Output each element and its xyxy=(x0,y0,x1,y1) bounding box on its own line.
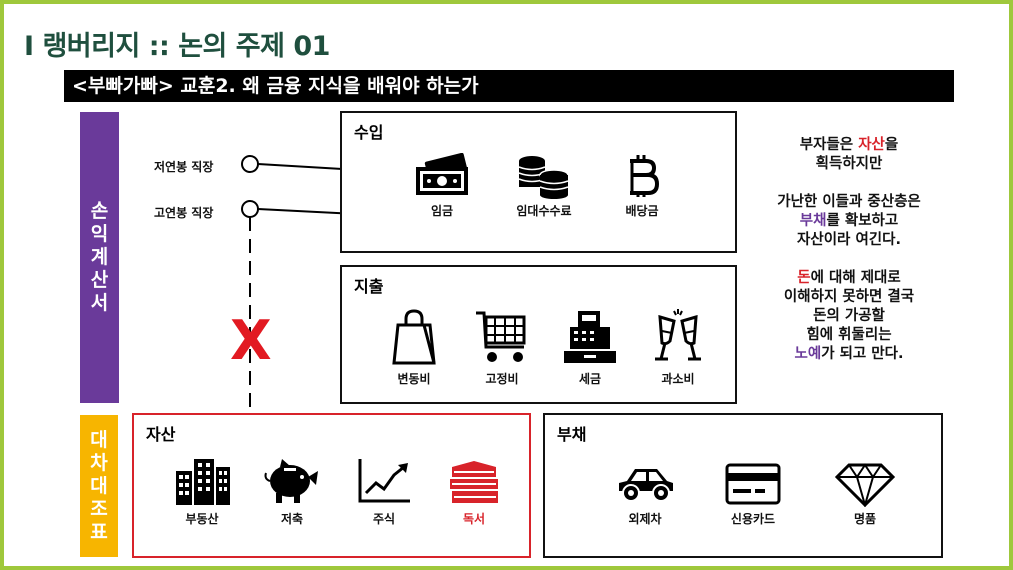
text-span: 를 확보하고 xyxy=(826,213,899,229)
side-explanation: 부자들은 자산을 획득하지만 가난한 이들과 중산층은 부채를 확보하고 자산이… xyxy=(749,136,949,383)
credit-card-icon xyxy=(725,463,781,505)
asset-item-savings: 저축 xyxy=(250,455,334,527)
income-item-label: 임금 xyxy=(430,204,454,218)
asset-item-stocks: 주식 xyxy=(342,455,426,527)
x-mark: X xyxy=(230,309,272,372)
champagne-icon xyxy=(655,309,701,361)
text-span: 돈의 가공할 xyxy=(813,308,885,324)
piggy-bank-icon xyxy=(264,459,318,503)
income-item-label: 배당금 xyxy=(625,204,659,218)
side-paragraph-3: 돈에 대해 제대로 이해하지 못하면 결국 돈의 가공할 힘에 휘둘리는 노예가… xyxy=(749,269,949,364)
expense-item-label: 고정비 xyxy=(485,372,519,386)
low-salary-node xyxy=(241,155,259,173)
text-span: 이해하지 못하면 결국 xyxy=(783,289,915,305)
text-span: 자산이라 여긴다. xyxy=(797,232,901,248)
text-span: 부자들은 xyxy=(799,137,859,153)
income-item-wage: 임금 xyxy=(400,153,484,219)
asset-title: 자산 xyxy=(146,425,176,444)
asset-item-real-estate: 부동산 xyxy=(160,455,244,527)
text-span: 에 대해 제대로 xyxy=(810,270,901,286)
cash-icon xyxy=(416,153,468,195)
label-char: 손 xyxy=(90,200,109,222)
asset-item-label: 주식 xyxy=(372,512,396,526)
asset-box: 자산 부동산 xyxy=(132,413,531,558)
subtitle-bar: <부빠가빠> 교훈2. 왜 금융 지식을 배워야 하는가 xyxy=(64,70,954,102)
expense-item-overspending: 과소비 xyxy=(636,307,720,387)
highlight-slave: 노예 xyxy=(794,346,822,362)
shopping-cart-icon xyxy=(476,311,526,362)
liability-box: 부채 외제차 신용카드 xyxy=(543,413,943,558)
stock-chart-icon xyxy=(358,459,410,503)
page-title: I 랭버리지 :: 논의 주제 01 xyxy=(24,31,330,62)
asset-item-label: 독서 xyxy=(462,512,486,526)
liability-item-label: 명품 xyxy=(853,512,877,526)
side-paragraph-1: 부자들은 자산을 획득하지만 xyxy=(749,136,949,174)
label-char: 익 xyxy=(90,223,109,245)
label-char: 조 xyxy=(90,497,108,520)
shopping-bag-icon xyxy=(392,309,436,365)
income-title: 수입 xyxy=(354,123,384,142)
asset-item-reading: 독서 xyxy=(432,455,516,527)
expense-item-tax: 세금 xyxy=(548,307,632,387)
label-char: 서 xyxy=(90,292,109,314)
label-char: 산 xyxy=(90,269,109,291)
text-span: 가 되고 만다. xyxy=(821,346,904,362)
highlight-assets: 자산 xyxy=(858,137,885,153)
expense-item-label: 변동비 xyxy=(397,372,431,386)
income-item-dividend: 배당금 xyxy=(600,153,684,219)
highlight-money: 돈 xyxy=(797,270,811,286)
label-char: 대 xyxy=(90,428,108,451)
expense-item-variable: 변동비 xyxy=(372,307,456,387)
expense-item-fixed: 고정비 xyxy=(460,307,544,387)
expense-title: 지출 xyxy=(354,277,384,296)
liability-title: 부채 xyxy=(557,425,587,444)
expense-item-label: 세금 xyxy=(578,372,602,386)
diamond-icon xyxy=(834,463,896,507)
asset-item-label: 부동산 xyxy=(185,512,219,526)
low-salary-job-label: 저연봉 직장 xyxy=(154,160,214,174)
high-salary-node xyxy=(241,200,259,218)
high-salary-job-label: 고연봉 직장 xyxy=(154,206,214,220)
income-item-label: 임대수수료 xyxy=(516,204,572,218)
side-paragraph-2: 가난한 이들과 중산층은 부채를 확보하고 자산이라 여긴다. xyxy=(749,193,949,250)
income-item-rent: 임대수수료 xyxy=(502,153,586,219)
liability-item-luxury: 명품 xyxy=(823,461,907,527)
liability-item-label: 신용카드 xyxy=(730,512,776,526)
asset-item-label: 저축 xyxy=(280,512,304,526)
income-box: 수입 임금 임대수수료 xyxy=(340,111,737,253)
label-char: 차 xyxy=(90,451,108,474)
expense-box: 지출 변동비 고정비 xyxy=(340,265,737,404)
car-icon xyxy=(619,469,673,502)
label-char: 표 xyxy=(90,520,108,543)
text-span: 획득하지만 xyxy=(815,156,883,172)
text-span: 가난한 이들과 중산층은 xyxy=(777,194,921,210)
books-icon xyxy=(450,461,498,503)
cash-register-icon xyxy=(564,311,616,363)
bitcoin-icon xyxy=(630,155,660,197)
liability-item-credit-card: 신용카드 xyxy=(711,461,795,527)
income-statement-label: 손 익 계 산 서 xyxy=(80,112,119,403)
label-char: 계 xyxy=(90,246,109,268)
balance-sheet-label: 대 차 대 조 표 xyxy=(80,415,118,557)
buildings-icon xyxy=(176,459,230,505)
liability-item-imported-car: 외제차 xyxy=(603,461,687,527)
coins-icon xyxy=(518,156,569,199)
text-span: 힘에 휘둘리는 xyxy=(806,327,892,343)
text-span: 을 xyxy=(884,137,899,153)
liability-item-label: 외제차 xyxy=(628,512,662,526)
label-char: 대 xyxy=(90,474,108,497)
highlight-liabilities: 부채 xyxy=(799,213,827,229)
expense-item-label: 과소비 xyxy=(661,372,695,386)
